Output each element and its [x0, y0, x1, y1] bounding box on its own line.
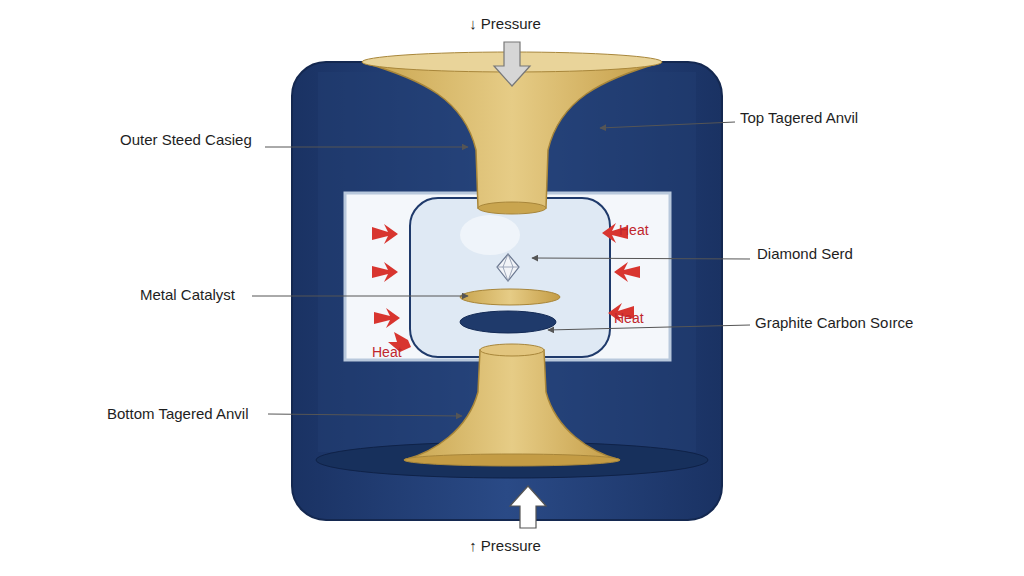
heat-arrows — [372, 223, 640, 352]
seed-facets — [497, 254, 519, 281]
heat-arrow — [372, 262, 398, 282]
bottom-anvil — [404, 350, 620, 460]
heat-arrow — [372, 224, 398, 244]
graphite-source — [460, 311, 556, 333]
part-label: Bottom Tagered Anvil — [107, 405, 248, 423]
pressure-arrow — [510, 486, 546, 528]
leader-lines — [252, 122, 750, 416]
heat-label: Heat — [372, 343, 402, 361]
leader-line — [532, 258, 750, 259]
leader-line — [548, 325, 750, 330]
diamond-seed — [497, 254, 519, 281]
metal-catalyst — [460, 289, 560, 305]
part-label: Outer Steed Casieg — [120, 131, 252, 149]
part-label: Metal Catalyst — [140, 286, 235, 304]
capsule-highlight — [460, 215, 520, 255]
leader-line — [268, 414, 462, 416]
pressure-arrow — [494, 42, 530, 86]
part-label: ↓ Pressure — [469, 15, 541, 33]
heat-label: Heat — [619, 221, 649, 239]
bottom-anvil-tip — [480, 344, 544, 356]
bottom-anvil-base — [404, 454, 620, 466]
heat-arrow — [374, 308, 400, 328]
leader-line — [600, 122, 735, 128]
part-label: Top Tagered Anvil — [740, 109, 858, 127]
sample-capsule — [410, 198, 610, 357]
outer-casing — [292, 62, 722, 520]
leader-line — [265, 147, 468, 148]
leader-line — [252, 296, 468, 297]
heat-label: Heat — [614, 309, 644, 327]
part-label: Graphite Carbon Soırce — [755, 314, 913, 332]
part-label: ↑ Pressure — [469, 537, 541, 555]
top-anvil-tip — [478, 202, 546, 214]
heat-arrow — [614, 262, 640, 282]
inner-chamber — [345, 193, 670, 360]
part-label: Diamond Serd — [757, 245, 853, 263]
